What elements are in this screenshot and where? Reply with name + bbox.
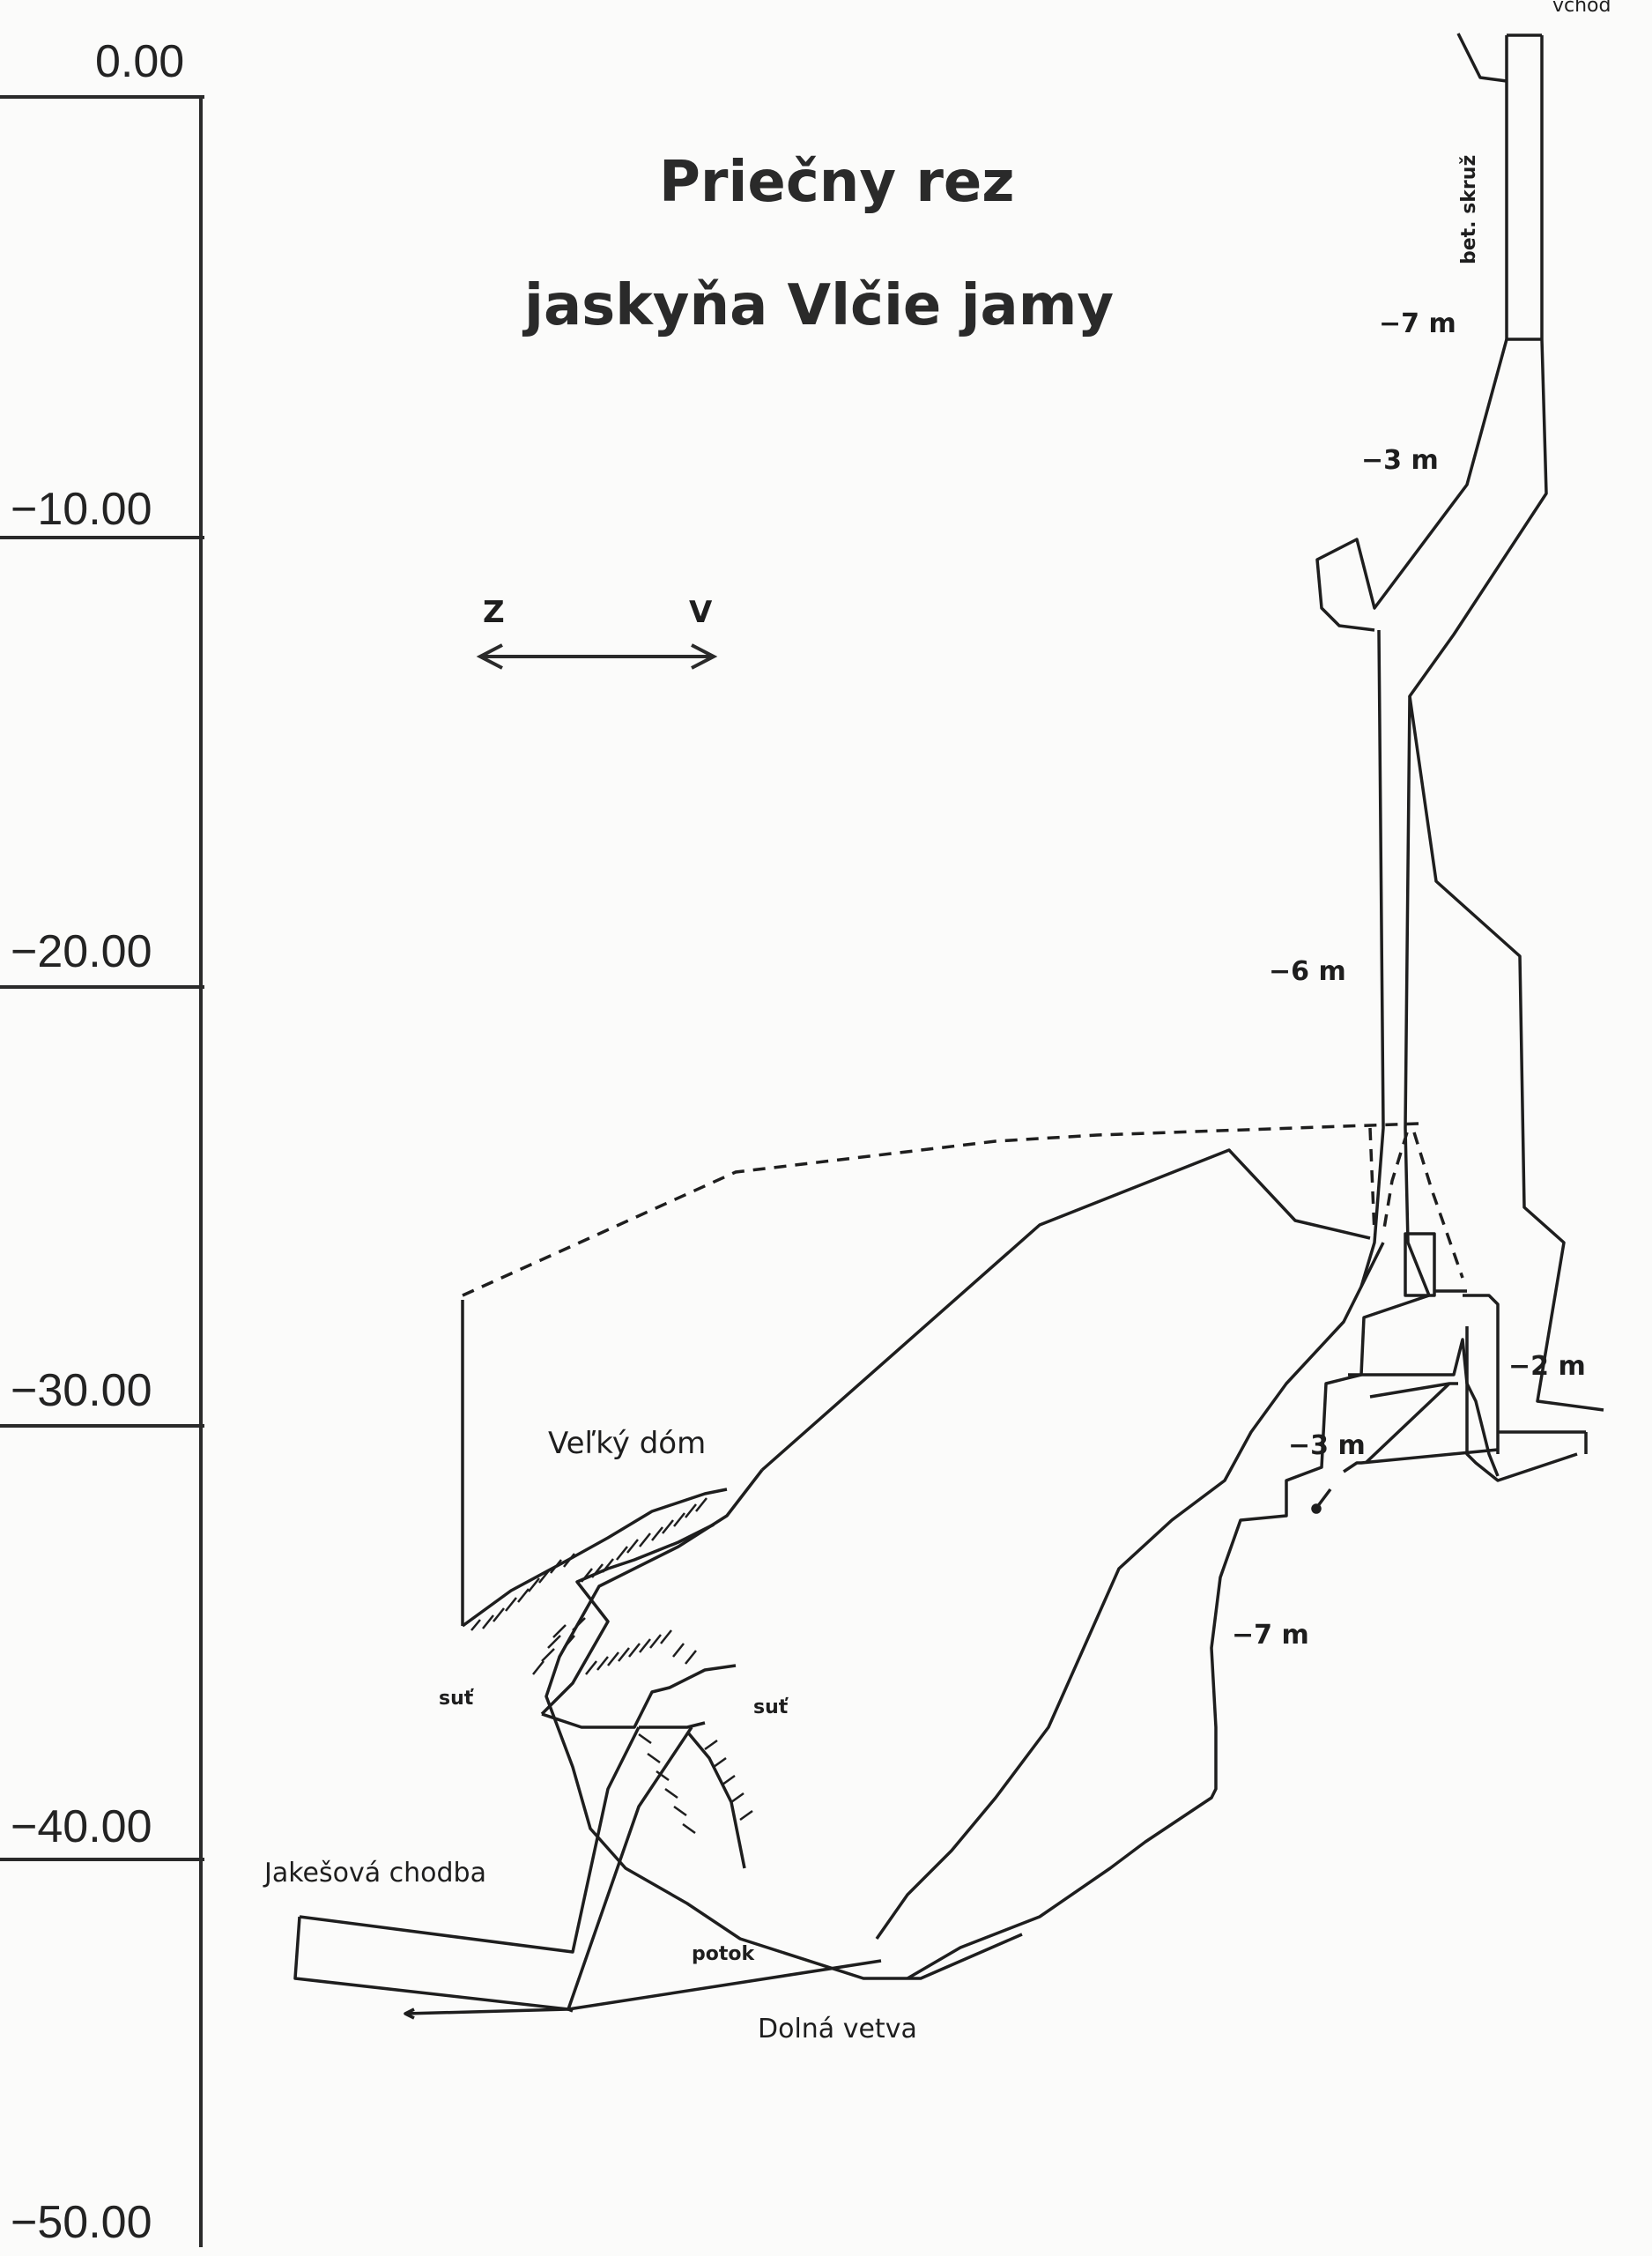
dome-ceiling-dashed xyxy=(462,1122,1464,1297)
concrete-ring-label: bet. skruž xyxy=(1458,154,1480,264)
title-line-1: Priečny rez xyxy=(659,150,1015,215)
lower-right-passages xyxy=(875,1232,1588,1980)
stream-label: potok xyxy=(692,1943,755,1965)
depth-label-20: −20.00 xyxy=(11,926,152,977)
depth-note-7m-lower: −7 m xyxy=(1232,1620,1309,1651)
depth-label-30: −30.00 xyxy=(11,1365,152,1416)
depth-note-7m-top: −7 m xyxy=(1379,308,1456,339)
entrance-shaft xyxy=(1315,33,1604,1412)
depth-note-3m-lower: −3 m xyxy=(1288,1430,1366,1461)
scree-label-left: suť xyxy=(439,1688,474,1710)
depth-label-10: −10.00 xyxy=(11,484,152,535)
lower-branch-label: Dolná vetva xyxy=(758,2014,917,2044)
depth-note-6m: −6 m xyxy=(1269,956,1346,987)
scree-label-right: suť xyxy=(753,1696,789,1718)
compass-west-label: Z xyxy=(483,595,505,630)
depth-label-40: −40.00 xyxy=(11,1801,152,1852)
compass-east-label: V xyxy=(689,595,713,630)
title-line-2: jaskyňa Vlčie jamy xyxy=(524,273,1115,338)
scree-zigzag xyxy=(540,1523,746,1869)
depth-scale-lines xyxy=(0,95,204,2247)
small-arrow-marker xyxy=(1311,1488,1332,1514)
jakesova-corridor xyxy=(293,1726,882,2020)
scree-hatching xyxy=(470,1497,753,1835)
depth-label-0: 0.00 xyxy=(95,36,185,87)
jakesova-corridor-label: Jakešová chodba xyxy=(264,1858,486,1889)
great-dome-outline xyxy=(461,1148,1371,1980)
great-dome-label: Veľký dóm xyxy=(548,1426,707,1461)
entrance-label: vchod xyxy=(1552,0,1611,17)
depth-label-50: −50.00 xyxy=(11,2197,152,2248)
depth-note-2m: −2 m xyxy=(1508,1351,1586,1382)
compass-arrow xyxy=(476,643,718,670)
depth-note-3m-top: −3 m xyxy=(1361,445,1439,476)
